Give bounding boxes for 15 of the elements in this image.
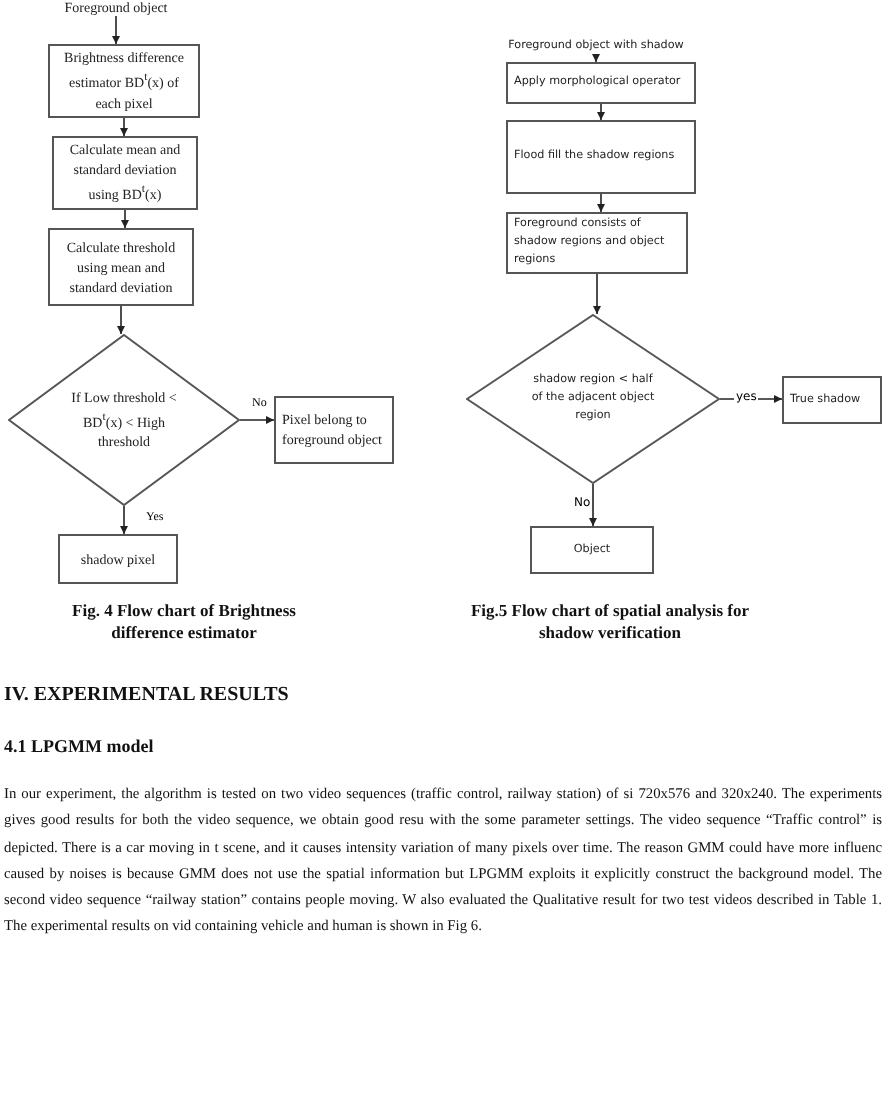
arrow bbox=[239, 416, 275, 424]
arrow bbox=[597, 193, 605, 213]
arrow bbox=[589, 483, 597, 527]
arrow bbox=[593, 273, 601, 315]
figure-caption: Fig. 4 Flow chart of Brightness difference estimator bbox=[70, 600, 298, 643]
arrow bbox=[120, 117, 128, 137]
subsection-heading: 4.1 LPGMM model bbox=[4, 736, 156, 759]
arrow bbox=[592, 54, 600, 63]
arrow bbox=[117, 305, 125, 335]
section-heading: IV. EXPERIMENTAL RESULTS bbox=[4, 684, 291, 709]
arrow bbox=[121, 209, 129, 229]
arrow bbox=[120, 505, 128, 535]
figure-caption: Fig.5 Flow chart of spatial analysis for shadow verification bbox=[468, 600, 752, 643]
arrow bbox=[597, 103, 605, 121]
arrow bbox=[112, 15, 120, 45]
